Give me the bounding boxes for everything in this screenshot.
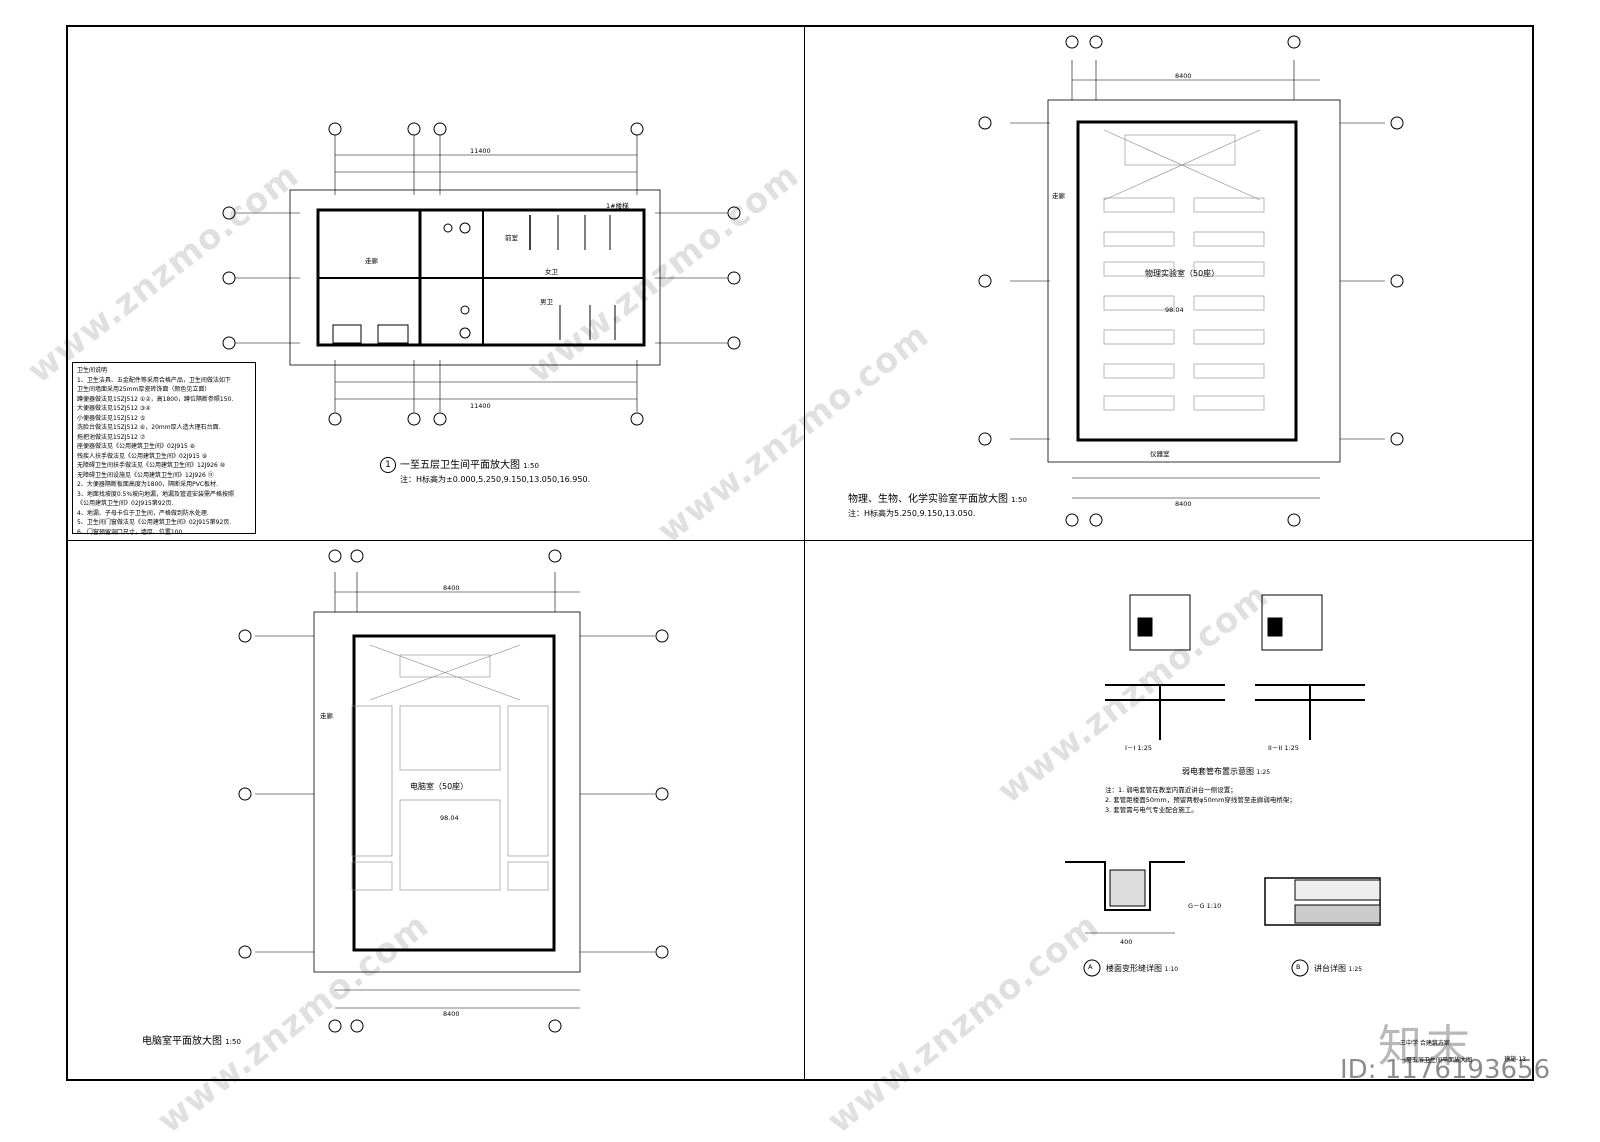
lab-room-name: 物理实验室（50座） [1145,269,1220,278]
computer-total-dim-bottom: 8400 [443,1010,460,1018]
joint-detail-letter: A [1088,963,1093,971]
toilet-plan [222,122,741,426]
conduit-title: 弱电套管布置示意图 1:25 [1182,767,1271,776]
lab-instrument-room: 仪器室 [1150,450,1170,458]
section-1-label: I－I 1:25 [1125,744,1153,752]
computer-plan-title: 电脑室平面放大图 1:50 [142,1036,241,1047]
toilet-room-stair: 1#楼梯 [606,202,629,210]
computer-wall [352,634,556,952]
joint-detail-title: 楼面变形缝详图 1:10 [1106,964,1179,973]
computer-room-area: 98.04 [440,814,459,822]
lab-corridor: 走廊 [1052,192,1065,200]
section-2-label: II－II 1:25 [1268,744,1299,752]
brand-watermark: 知末 [1378,1021,1474,1072]
toilet-room-male: 男卫 [540,298,553,306]
drawing-frame [66,25,1534,1081]
toilet-notes: 卫生间说明 1、卫生洁具、五金配件等采用合格产品，卫生间做法如下 卫生间墙面采用… [72,362,256,536]
watermark-id: ID: 1176193656 [1340,1055,1551,1085]
toilet-room-front: 前室 [505,234,518,242]
computer-corridor: 走廊 [320,712,333,720]
toilet-room-female: 女卫 [545,268,558,276]
platform-detail-title: 讲台详图 1:25 [1314,964,1363,973]
lab-total-dim-top: 8400 [1175,72,1192,80]
lab-plan-note: 注：H标高为5.250,9.150,13.050. [848,509,976,518]
computer-desks [351,644,549,891]
computer-total-dim-top: 8400 [443,584,460,592]
toilet-plan-note: 注：H标高为±0.000,5.250,9.150,13.050,16.950. [400,475,591,484]
joint-dim: 400 [1120,938,1133,946]
lab-plan-title: 物理、生物、化学实验室平面放大图 1:50 [848,494,1027,505]
toilet-total-dim-bottom: 11400 [470,402,491,410]
details [1065,594,1381,977]
conduit-notes: 注：1. 弱电套管在教室内靠近讲台一侧设置； 2. 套管距楼面50mm，预留两根… [1105,786,1296,814]
lab-wall [1076,120,1298,442]
section-g-label: G－G 1:10 [1188,902,1222,910]
toilet-room-corridor: 走廊 [365,257,378,265]
horizontal-divider [68,540,1532,541]
lab-desks [1103,129,1265,411]
lab-plan [978,35,1404,527]
title-block: 三中学 合建筑方案 一至五层卫生间平面放大图 建施-13 [1400,1040,1526,1064]
computer-plan [238,549,669,1033]
vertical-divider [804,27,805,1079]
toilet-total-dim-top: 11400 [470,147,491,155]
platform-detail-letter: B [1296,963,1301,971]
computer-room-name: 电脑室（50座） [410,782,469,791]
lab-total-dim-bottom: 8400 [1175,500,1192,508]
lab-room-area: 98.04 [1165,306,1184,314]
